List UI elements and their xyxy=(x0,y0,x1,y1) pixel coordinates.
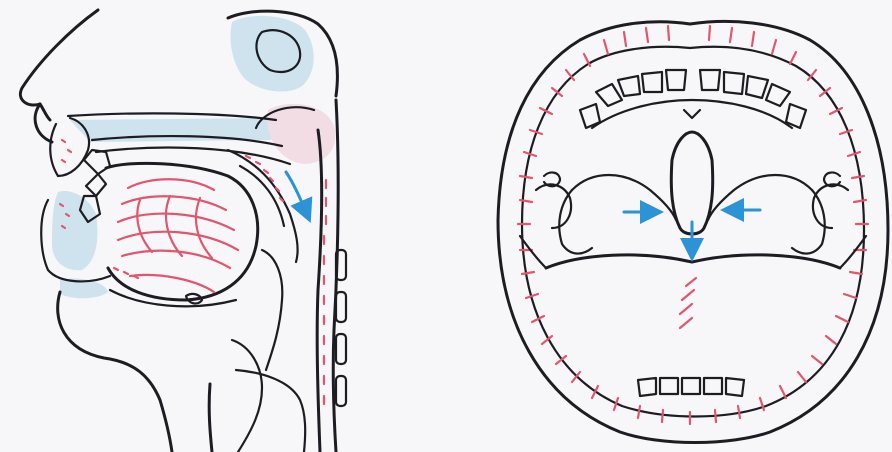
tongue-midline-marks xyxy=(680,278,696,328)
sagittal-section xyxy=(20,10,346,452)
tongue-surface xyxy=(546,255,840,268)
upper-teeth xyxy=(84,150,110,196)
open-mouth-view xyxy=(498,21,888,442)
hard-palate-low xyxy=(96,148,290,164)
incisive-papilla xyxy=(684,110,700,118)
palatal-arch xyxy=(592,100,792,128)
chin-outline xyxy=(58,292,172,452)
right-tonsil-pillar xyxy=(792,190,825,254)
lower-teeth-row xyxy=(638,378,744,396)
soft-palate-down-arrow xyxy=(286,172,306,212)
upper-lip-outline xyxy=(50,118,89,176)
soft-palate-inner xyxy=(240,166,284,226)
epiglottis xyxy=(262,250,282,370)
adenoid-shape xyxy=(267,104,335,164)
tongue xyxy=(106,163,258,300)
posterior-pharyngeal-wall xyxy=(317,130,322,452)
soft-palate xyxy=(228,150,298,262)
uvula xyxy=(671,132,712,234)
left-tonsil xyxy=(536,184,571,228)
right-tonsil xyxy=(813,184,848,228)
left-tonsil-pillar xyxy=(559,190,592,254)
tongue-muscle-lines xyxy=(118,179,238,292)
nose-profile xyxy=(20,10,98,120)
soft-palate-arch-right xyxy=(708,175,812,220)
palate-stipple xyxy=(60,140,283,278)
neck-front xyxy=(209,384,212,452)
lip-blue-shape xyxy=(52,191,97,270)
pharynx-tissue-marks xyxy=(324,180,326,404)
larynx-outline xyxy=(232,340,262,452)
